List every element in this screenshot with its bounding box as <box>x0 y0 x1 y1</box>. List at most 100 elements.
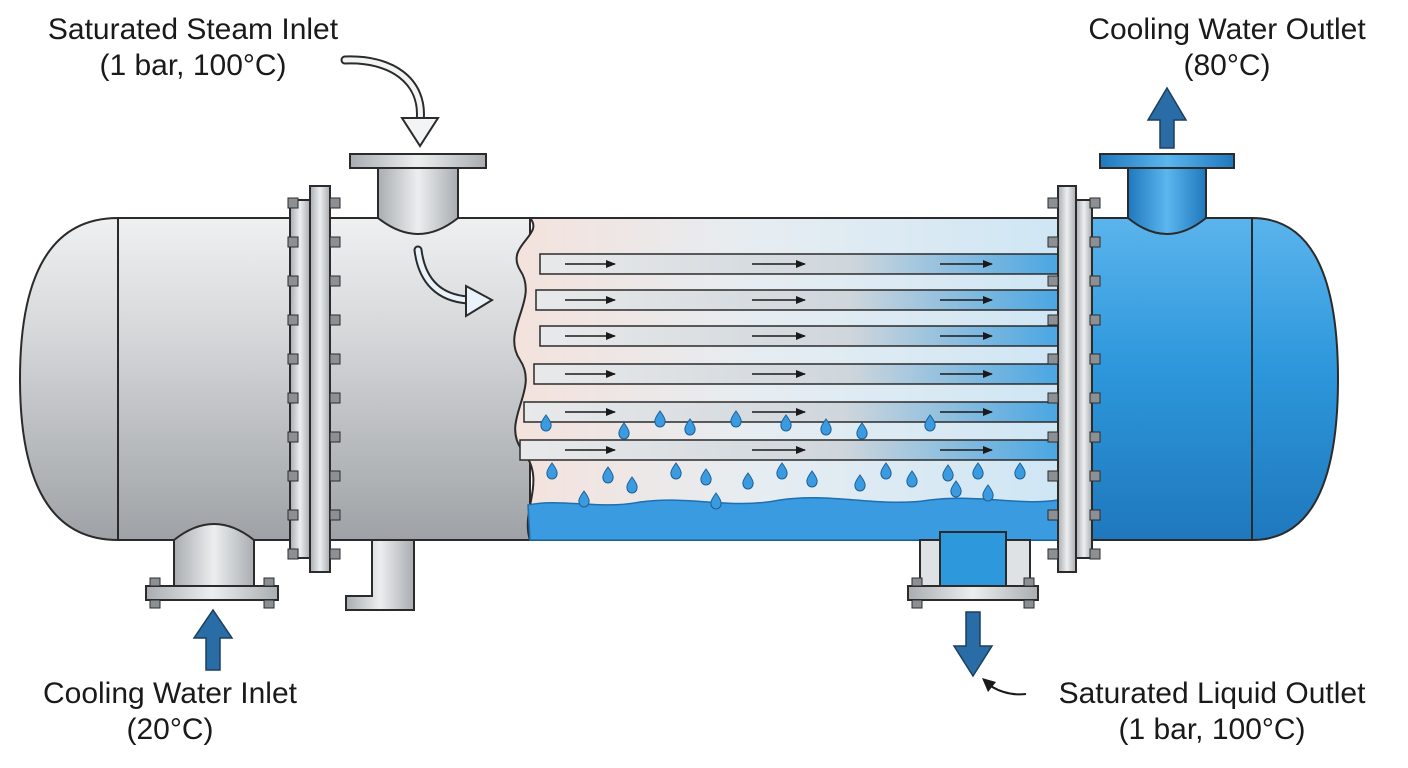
flange-bolt <box>287 275 299 287</box>
condensate-droplet <box>684 418 696 436</box>
shell-body <box>329 217 531 541</box>
flange-bolt <box>1089 197 1101 209</box>
condensate-droplet <box>906 470 918 488</box>
right-flange-bolts <box>1047 197 1101 560</box>
flange-bolt <box>1089 236 1101 248</box>
flange-bolt <box>1047 314 1059 326</box>
cooling-water-inlet-nozzle <box>145 523 279 609</box>
flange-plate <box>289 199 311 559</box>
flange-bolt <box>1089 392 1101 404</box>
flange-bolt <box>1023 599 1035 609</box>
flange-bolt <box>287 314 299 326</box>
cooling-water-outlet-condition: (80°C) <box>1183 49 1271 82</box>
saddle-support <box>345 539 415 611</box>
flange-bolt <box>1089 314 1101 326</box>
right-flange <box>1057 185 1093 573</box>
steam-inlet-label: Saturated Steam Inlet (1 bar, 100°C) <box>8 12 378 84</box>
flange-bolt <box>287 353 299 365</box>
cooling-water-inlet-title: Cooling Water Inlet <box>42 677 297 710</box>
nozzle-flange <box>349 153 487 169</box>
label-pointer-arrow <box>982 678 1027 696</box>
right-channel <box>1091 217 1253 541</box>
left-head <box>18 216 119 542</box>
flange-bolt <box>149 599 161 609</box>
flange-bolt <box>287 470 299 482</box>
flange-bolt <box>1089 353 1101 365</box>
curved-arrow-icon <box>413 245 495 318</box>
flange-bolt <box>1047 275 1059 287</box>
flange-bolt <box>1089 275 1101 287</box>
flange-bolt <box>329 353 341 365</box>
flange-bolt <box>1089 470 1101 482</box>
flange-bolt <box>911 599 923 609</box>
condensate-droplet <box>578 490 590 508</box>
condensate-droplet <box>776 462 788 480</box>
condensate-droplet <box>924 414 936 432</box>
condensate-pool <box>527 496 1059 541</box>
flange-bolt <box>329 236 341 248</box>
cooling-water-outlet-title: Cooling Water Outlet <box>1088 13 1366 46</box>
straight-arrow-icon <box>1146 86 1188 149</box>
flange-bolt <box>263 577 275 587</box>
nozzle-flange <box>145 585 279 601</box>
flange-plate <box>1057 185 1077 573</box>
flange-bolt <box>287 509 299 521</box>
curved-arrow-icon <box>340 55 440 148</box>
condensate-droplet <box>742 472 754 490</box>
flange-bolt <box>1047 470 1059 482</box>
flange-bolt <box>287 236 299 248</box>
condensate-droplet <box>540 414 552 432</box>
condensate-droplet <box>806 470 818 488</box>
flange-bolt <box>329 197 341 209</box>
flange-bolt <box>287 548 299 560</box>
cooling-water-outlet-nozzle <box>1099 153 1235 235</box>
condensate-droplet <box>820 418 832 436</box>
condensate-droplet <box>950 480 962 498</box>
liquid-outlet-condition: (1 bar, 100°C) <box>1118 713 1306 746</box>
flange-bolt <box>329 470 341 482</box>
nozzle-neck <box>377 167 459 235</box>
cooling-water-inlet-label: Cooling Water Inlet (20°C) <box>10 676 330 748</box>
nozzle-neck <box>173 523 255 587</box>
flange-bolt <box>1047 509 1059 521</box>
condensate-droplet <box>618 422 630 440</box>
flange-bolt <box>1047 353 1059 365</box>
flange-bolt <box>1089 548 1101 560</box>
steam-inlet-condition: (1 bar, 100°C) <box>99 49 287 82</box>
flange-bolt <box>1047 431 1059 443</box>
flange-bolt <box>1089 509 1101 521</box>
flange-bolt <box>287 431 299 443</box>
flange-bolt <box>1047 236 1059 248</box>
left-flange-bolts <box>287 197 341 560</box>
flange-bolt <box>1047 197 1059 209</box>
flange-bolt <box>911 577 923 587</box>
condensate-droplet <box>602 466 614 484</box>
condensate-droplet <box>710 492 722 510</box>
condensate-droplet <box>670 462 682 480</box>
flange-bolt <box>1047 548 1059 560</box>
flange-plate <box>1075 199 1093 559</box>
condensate-droplet <box>942 464 954 482</box>
support-leg <box>345 539 415 611</box>
condensate-droplet <box>546 462 558 480</box>
condensate-droplets <box>540 410 1026 510</box>
condensate-droplet <box>654 410 666 428</box>
nozzle-flange <box>907 585 1039 601</box>
condensate-droplet <box>854 474 866 492</box>
flange-bolt <box>329 314 341 326</box>
flange-bolt <box>329 431 341 443</box>
cooling-water-outlet-label: Cooling Water Outlet (80°C) <box>1052 12 1402 84</box>
condensate-droplet <box>730 410 742 428</box>
flange-bolt <box>149 577 161 587</box>
right-head <box>1251 216 1340 542</box>
liquid-outlet-label: Saturated Liquid Outlet (1 bar, 100°C) <box>1020 676 1404 748</box>
steam-inlet-title: Saturated Steam Inlet <box>47 13 339 46</box>
condensate-droplet <box>856 422 868 440</box>
flange-bolt <box>329 392 341 404</box>
flange-bolt <box>287 392 299 404</box>
flange-bolt <box>329 548 341 560</box>
nozzle-flange <box>1099 153 1235 169</box>
straight-arrow-icon <box>192 608 234 671</box>
